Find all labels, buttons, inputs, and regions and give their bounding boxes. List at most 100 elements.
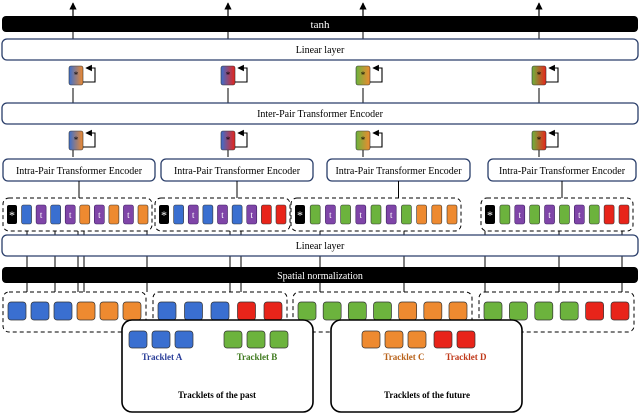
cls-token — [485, 205, 495, 224]
legend-square-blue — [151, 330, 171, 349]
tracklet-token — [108, 204, 120, 225]
time-token — [246, 204, 258, 225]
spatial-normalization-label: Spatial normalization — [277, 271, 363, 282]
input-tracklet-square — [423, 301, 443, 321]
legend-square-orange — [384, 330, 404, 349]
time-token-label: t — [360, 210, 363, 220]
time-token-label: t — [192, 210, 195, 220]
pair-token-marker: * — [74, 70, 79, 80]
cls-token-label: * — [161, 208, 167, 222]
input-tracklet-square — [347, 301, 367, 321]
inter-pair-encoder — [1, 102, 639, 125]
input-tracklet-square — [76, 301, 96, 321]
legend-future-title: Tracklets of the future — [384, 390, 470, 400]
tracklet-c-label: Tracklet C — [383, 352, 424, 362]
connection-lines — [26, 2, 623, 292]
input-tracklet-square — [373, 301, 392, 321]
input-tracklet-square — [263, 301, 283, 321]
legend-square-blue — [174, 330, 194, 349]
feedback-arrow — [370, 129, 383, 148]
linear-layer-top — [1, 38, 639, 61]
tanh-layer — [2, 16, 638, 32]
input-tracklet-square — [398, 301, 418, 321]
feedback-arrow — [370, 64, 383, 83]
tanh-label: tanh — [311, 19, 330, 31]
linear-layer-bottom — [1, 234, 639, 257]
legend: Tracklet A Tracklet B Tracklets of the p… — [121, 319, 523, 413]
pair-token — [531, 65, 547, 86]
pair-token-marker: * — [74, 135, 79, 145]
input-tracklet-square — [448, 301, 468, 321]
time-token-label: t — [519, 210, 522, 220]
cls-token-label: * — [297, 208, 303, 222]
time-token — [187, 204, 199, 225]
input-tracklet-square — [157, 301, 177, 321]
tracklet-token — [261, 204, 272, 225]
inter-pair-encoder-label: Inter-Pair Transformer Encoder — [257, 109, 384, 120]
pair-token-marker: * — [361, 135, 366, 145]
intra-pair-encoder-label: Intra-Pair Transformer Encoder — [335, 166, 462, 177]
time-token — [355, 204, 367, 225]
pair-token — [220, 65, 236, 86]
tracklet-token — [50, 204, 61, 225]
time-token — [94, 204, 105, 225]
cls-token — [295, 205, 305, 224]
tracklet-token — [416, 204, 427, 225]
input-tracklet-square — [297, 301, 317, 321]
input-tracklet-square — [585, 301, 604, 321]
legend-square-red — [456, 330, 476, 349]
feedback-arrow — [235, 129, 248, 148]
input-tracklet-square — [559, 301, 579, 321]
pair-token — [220, 130, 236, 151]
pair-token — [355, 65, 371, 86]
input-tracklet-square — [322, 301, 342, 321]
tracklet-token — [202, 204, 214, 225]
pair-token-marker: * — [226, 70, 231, 80]
tracklet-token — [431, 204, 443, 225]
tracklet-token — [309, 204, 321, 225]
input-tracklet-square — [610, 301, 630, 321]
tracklet-d-label: Tracklet D — [445, 352, 487, 362]
legend-square-green — [246, 330, 266, 349]
cls-token-label: * — [9, 208, 15, 222]
pair-token — [68, 130, 84, 151]
input-tracklet-square — [7, 301, 27, 321]
feedback-arrow — [83, 64, 96, 83]
feedback-arrow — [235, 64, 248, 83]
time-token — [325, 204, 336, 225]
legend-square-red — [433, 330, 453, 349]
intra-pair-encoder-label: Intra-Pair Transformer Encoder — [499, 166, 626, 177]
tracklet-token — [79, 204, 91, 225]
time-token — [123, 204, 134, 225]
feedback-arrow — [546, 129, 559, 148]
tracklet-token — [603, 204, 615, 225]
input-tracklet-groups — [2, 291, 635, 333]
legend-square-blue — [128, 330, 148, 349]
time-token — [64, 204, 76, 225]
tracklet-token — [275, 204, 287, 225]
legend-square-orange — [361, 330, 381, 349]
tracklet-b-label: Tracklet B — [237, 352, 278, 362]
tracklet-token — [340, 204, 351, 225]
tracklet-token — [618, 204, 630, 225]
tracklet-token — [529, 204, 540, 225]
legend-square-green — [223, 330, 243, 349]
input-tracklet-square — [122, 301, 142, 321]
time-token-label: t — [250, 210, 253, 220]
intra-pair-encoder-label: Intra-Pair Transformer Encoder — [16, 166, 143, 177]
pair-token — [531, 130, 547, 151]
tracklet-a-label: Tracklet A — [142, 352, 183, 362]
pair-token — [355, 130, 371, 151]
tracklet-token — [231, 204, 243, 225]
pair-token — [68, 65, 84, 86]
time-token — [544, 204, 555, 225]
linear-layer-bottom-label: Linear layer — [296, 241, 345, 252]
input-tracklet-square — [509, 301, 528, 321]
time-token — [35, 204, 47, 225]
time-token — [574, 204, 585, 225]
tracklet-token — [173, 204, 184, 225]
time-token — [217, 204, 228, 225]
tracklet-token — [446, 204, 458, 225]
intra-pair-encoders: Intra-Pair Transformer Encoder Intra-Pair… — [2, 158, 637, 198]
